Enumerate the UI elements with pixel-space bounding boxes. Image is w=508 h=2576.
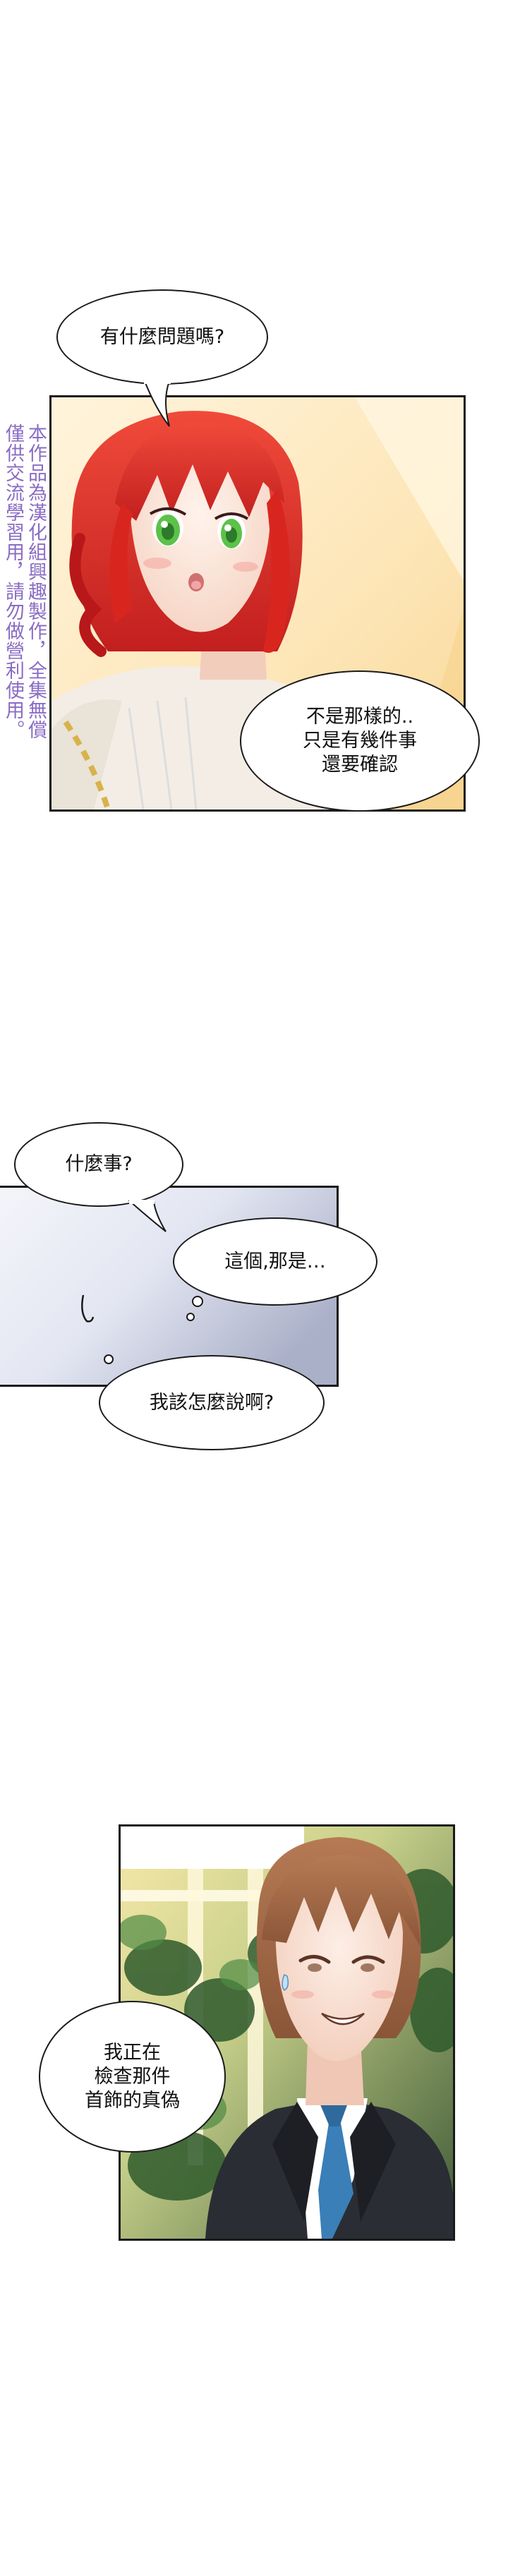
- speech-bubble-tail: [143, 380, 171, 427]
- speech-bubble-how-to-say: 我該怎麼說啊?: [99, 1355, 325, 1450]
- translator-watermark: 本作品為漢化組興趣製作，全集無償 僅供交流學習用，請勿做營利使用。: [2, 423, 47, 819]
- speech-bubble-what-problem: 有什麼問題嗎?: [56, 289, 268, 385]
- watermark-line-2: 僅供交流學習用，請勿做營利使用。: [2, 423, 24, 740]
- sweat-sfx-mark: [81, 1294, 95, 1323]
- bubble-text: 不是那樣的.. 只是有幾件事 還要確認: [303, 706, 417, 776]
- speech-bubble-not-like-that: 不是那樣的.. 只是有幾件事 還要確認: [240, 670, 480, 812]
- bubble-text: 我該怎麼說啊?: [149, 1391, 274, 1414]
- thought-tail: [186, 1296, 203, 1321]
- thought-tail-small: [104, 1354, 114, 1364]
- bubble-text: 我正在 檢查那件 首飾的真偽: [85, 2041, 180, 2112]
- right-eye: [214, 512, 249, 549]
- bubble-text: 這個,那是…: [224, 1250, 326, 1272]
- left-eye: [149, 507, 187, 546]
- watermark-line-1: 本作品為漢化組興趣製作，全集無償: [25, 423, 47, 740]
- bubble-text: 什麼事?: [65, 1153, 133, 1175]
- speech-bubble-tail: [128, 1200, 167, 1232]
- speech-bubble-checking-jewelry: 我正在 檢查那件 首飾的真偽: [39, 2001, 226, 2153]
- speech-bubble-this-that: 這個,那是…: [173, 1217, 377, 1306]
- bubble-text: 有什麼問題嗎?: [99, 325, 225, 348]
- speech-bubble-what-is-it: 什麼事?: [14, 1122, 183, 1207]
